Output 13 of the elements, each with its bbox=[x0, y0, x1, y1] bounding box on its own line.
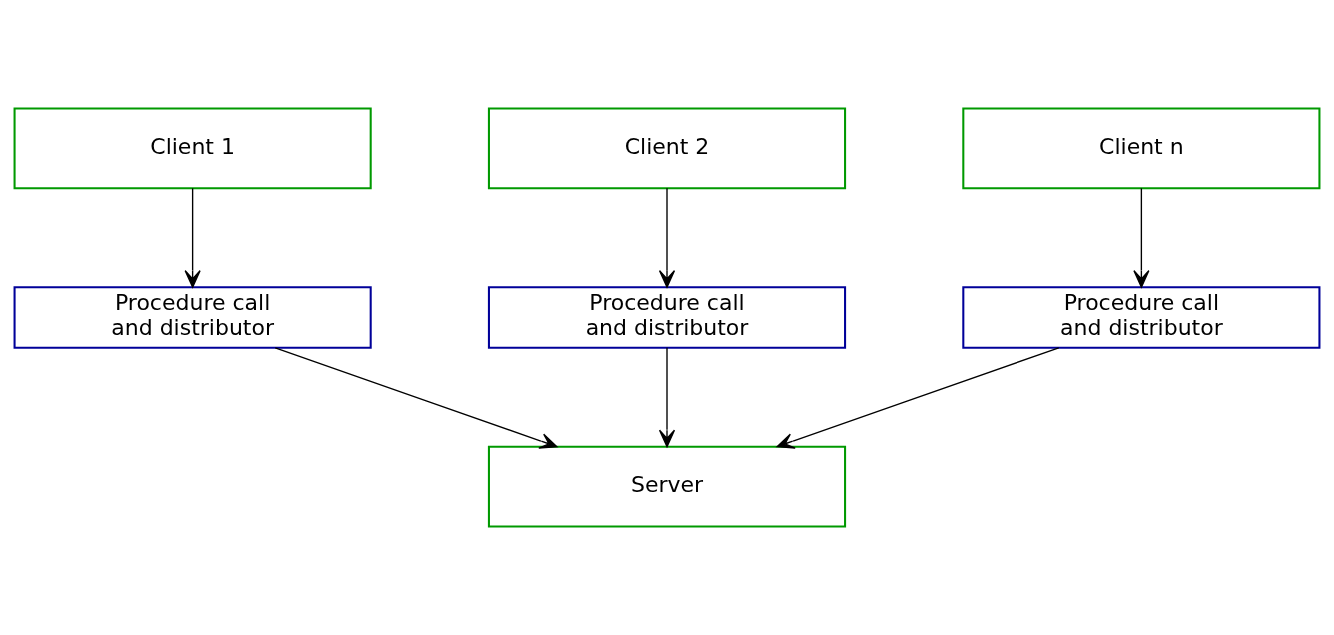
node-box: Procedure call and distributor bbox=[487, 286, 847, 349]
node-box: Client n bbox=[962, 107, 1321, 190]
arrow bbox=[658, 347, 676, 448]
arrow bbox=[658, 187, 676, 288]
node-box: Procedure call and distributor bbox=[962, 286, 1321, 349]
arrow bbox=[274, 347, 558, 449]
node-box: Procedure call and distributor bbox=[13, 286, 372, 349]
arrow bbox=[184, 187, 201, 288]
arrow bbox=[1133, 187, 1150, 288]
node-box: Client 1 bbox=[13, 107, 372, 190]
arrow bbox=[776, 347, 1060, 449]
node-box: Server bbox=[487, 445, 847, 528]
node-box: Client 2 bbox=[487, 107, 847, 190]
